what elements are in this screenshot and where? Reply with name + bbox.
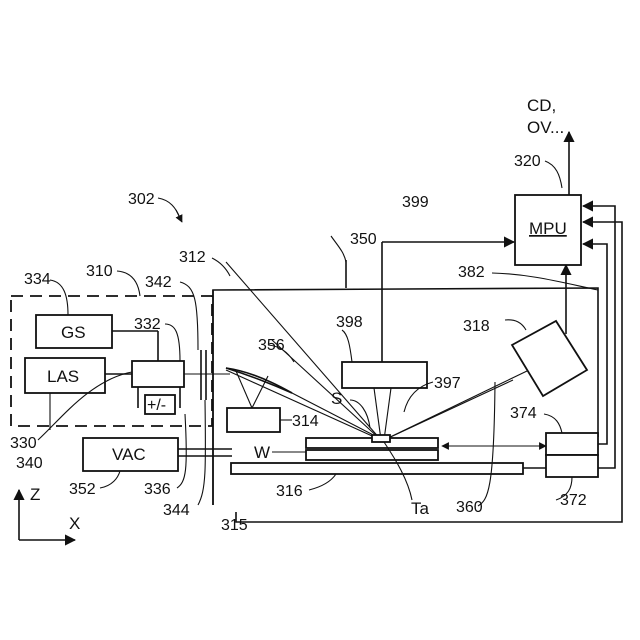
ref-350: 350 <box>350 231 377 248</box>
lead-310 <box>117 271 140 296</box>
source-block-332 <box>132 361 184 387</box>
label-ov: OV... <box>527 118 564 137</box>
lead-302 <box>158 198 180 218</box>
ref-314: 314 <box>292 413 319 430</box>
block-372 <box>546 455 598 477</box>
chuck <box>306 450 438 460</box>
ref-398: 398 <box>336 314 363 331</box>
ref-340: 340 <box>16 455 43 472</box>
label-axis-x: X <box>69 514 80 533</box>
ref-316: 316 <box>276 483 303 500</box>
ref-397: 397 <box>434 375 461 392</box>
target-ta <box>372 435 390 442</box>
ref-302: 302 <box>128 191 155 208</box>
lead-350-curve <box>331 236 346 262</box>
label-las: LAS <box>47 367 79 386</box>
det-ray-b <box>252 376 268 408</box>
label-gs: GS <box>61 323 86 342</box>
lead-320 <box>545 161 562 188</box>
block-398 <box>342 362 427 388</box>
beam-398-b <box>384 388 391 440</box>
label-plus-minus: +/- <box>147 397 166 414</box>
lead-334 <box>50 280 68 315</box>
ref-318: 318 <box>463 318 490 335</box>
label-w: W <box>254 443 270 462</box>
lead-344 <box>198 400 205 505</box>
ref-344: 344 <box>163 502 190 519</box>
lead-398 <box>342 330 352 362</box>
lead-316 <box>309 474 336 490</box>
ref-372: 372 <box>560 492 587 509</box>
label-cd: CD, <box>527 96 556 115</box>
beam-398-a <box>374 388 381 440</box>
ref-342: 342 <box>145 274 172 291</box>
ref-374: 374 <box>510 405 537 422</box>
lead-360 <box>478 382 495 506</box>
ref-315: 315 <box>221 517 248 534</box>
ref-334: 334 <box>24 271 51 288</box>
label-mpu: MPU <box>529 219 567 238</box>
detector-314 <box>227 408 280 432</box>
ref-330: 330 <box>10 435 37 452</box>
ref-382: 382 <box>458 264 485 281</box>
label-vac: VAC <box>112 445 146 464</box>
ref-332: 332 <box>134 316 161 333</box>
label-ta: Ta <box>411 499 430 518</box>
ref-360: 360 <box>456 499 483 516</box>
lead-352 <box>100 471 120 488</box>
feedback-374 <box>583 244 607 444</box>
block-374 <box>546 433 598 455</box>
ref-336: 336 <box>144 481 171 498</box>
lead-318 <box>505 320 526 330</box>
lead-302-arrow <box>176 210 182 222</box>
label-s: S <box>331 389 342 408</box>
lead-312 <box>212 258 230 276</box>
detector-318 <box>512 321 587 396</box>
ref-320: 320 <box>514 153 541 170</box>
ref-399: 399 <box>402 194 429 211</box>
ref-352: 352 <box>69 481 96 498</box>
stage-316 <box>231 463 523 474</box>
feedback-372 <box>583 206 615 468</box>
lead-342 <box>180 282 198 350</box>
label-axis-z: Z <box>30 485 40 504</box>
ref-356: 356 <box>258 337 285 354</box>
lead-332 <box>165 324 180 361</box>
lead-374 <box>544 414 562 433</box>
ref-312: 312 <box>179 249 206 266</box>
ref-310: 310 <box>86 263 113 280</box>
